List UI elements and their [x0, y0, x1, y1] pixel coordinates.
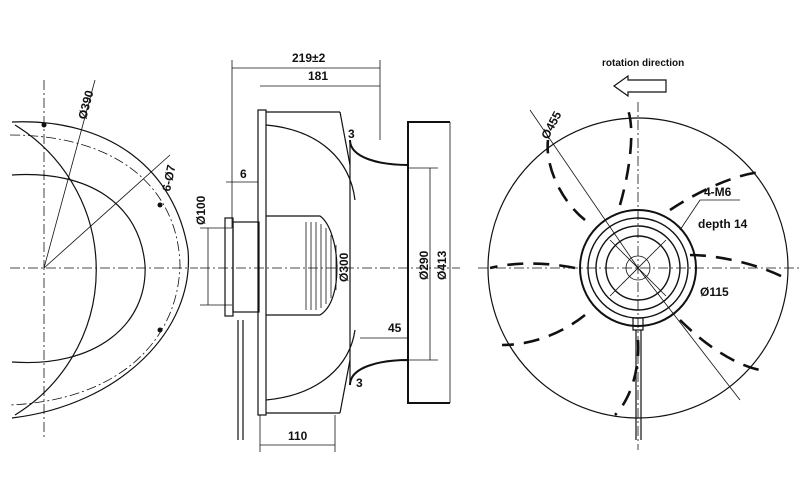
label-thread: 4-M6 — [704, 185, 732, 199]
dim-flange: 6 — [240, 167, 247, 181]
mount-hole — [157, 327, 163, 333]
dim-110: 110 — [288, 429, 308, 443]
hub-center — [625, 255, 651, 281]
leader-m6-2 — [679, 199, 701, 231]
dim-hub115: Ø115 — [700, 285, 729, 299]
left-dim-leader-2 — [43, 154, 171, 269]
motor-tab — [632, 317, 644, 331]
shroud-line — [339, 359, 351, 414]
motor-body — [232, 221, 260, 313]
rotation-arrow — [612, 74, 667, 98]
dim-wheel300: Ø300 — [337, 252, 351, 282]
left-outer-arc — [14, 124, 97, 416]
hub-inner — [605, 235, 671, 301]
hub-outer — [579, 209, 697, 327]
left-dim-leader — [43, 79, 96, 269]
motor-rotor — [266, 215, 338, 316]
inlet-nozzle-bottom — [349, 358, 450, 404]
dim-gap-top: 3 — [348, 127, 355, 141]
dim-wheel455: Ø455 — [538, 109, 564, 142]
blades — [489, 109, 786, 416]
left-inner-contour — [11, 173, 146, 364]
dim-inner290: Ø290 — [417, 250, 431, 280]
mount-hole — [41, 122, 47, 128]
dim-gap-bottom: 3 — [356, 376, 363, 390]
motor-flange — [224, 217, 234, 317]
dim-45: 45 — [388, 321, 402, 335]
label-depth: depth 14 — [698, 217, 748, 231]
mount-hole — [157, 202, 163, 208]
dim-219: 219±2 — [292, 51, 326, 65]
inlet-nozzle-top — [349, 121, 450, 167]
leader-455 — [529, 109, 639, 269]
left-outer-contour — [11, 121, 190, 419]
side-view: 219±2 181 3 3 — [194, 51, 460, 452]
left-view: Ø390 6-Ø7 — [9, 79, 198, 440]
hub-ring-2 — [595, 225, 681, 311]
wheel-backplate — [257, 109, 267, 416]
left-dashed-circle — [9, 134, 181, 406]
dim-181: 181 — [308, 69, 328, 83]
front-view: rotation direction Ø — [478, 58, 800, 450]
dim-holes: 6-Ø7 — [159, 163, 178, 192]
leader-115 — [637, 267, 741, 401]
blade-bottom — [265, 329, 356, 401]
dim-dia390: Ø390 — [75, 88, 96, 120]
blade-top — [265, 124, 356, 201]
dim-shaft: Ø100 — [194, 195, 208, 225]
shroud-line — [339, 111, 351, 166]
dim-outer413: Ø413 — [435, 250, 449, 280]
rotation-label: rotation direction — [602, 58, 684, 69]
motor-fins — [305, 222, 337, 310]
